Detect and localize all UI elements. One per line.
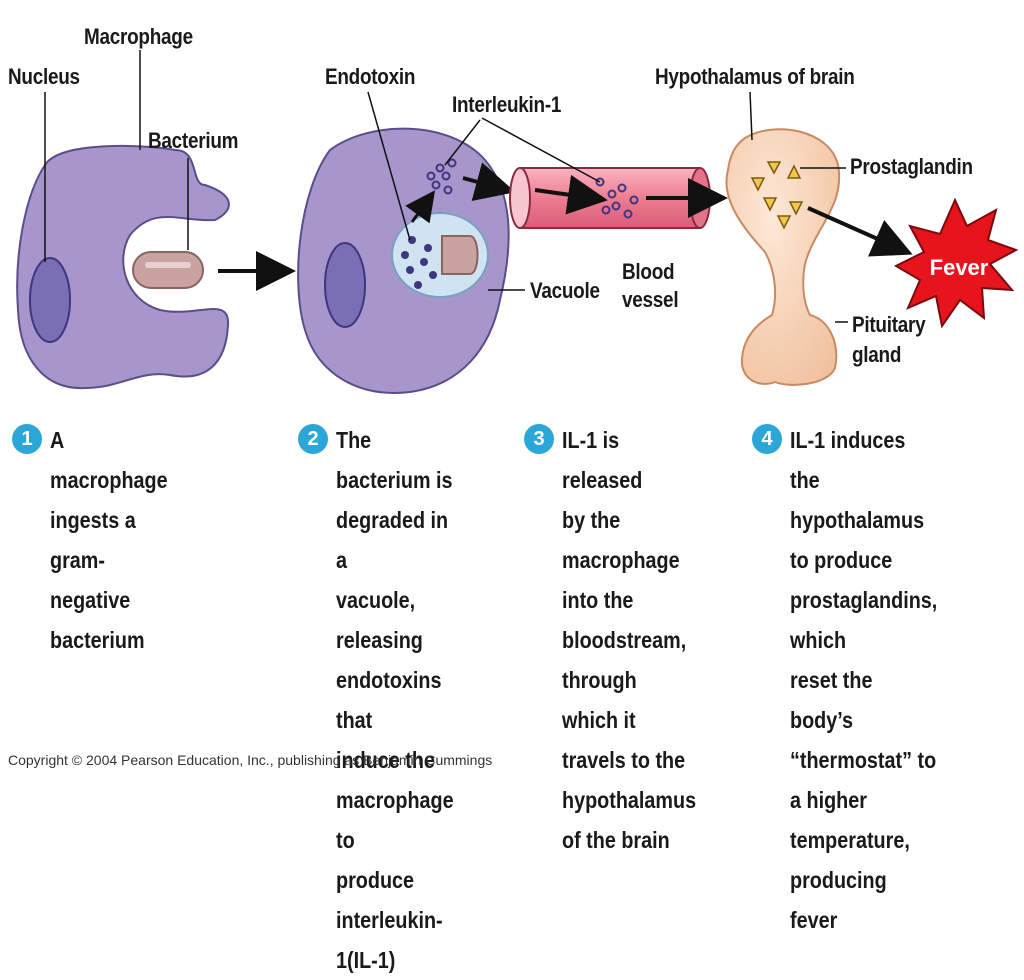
step-description: A macrophage ingests a gram-negative bac…: [50, 427, 168, 653]
step-description: IL-1 induces the hypothalamus to produce…: [790, 427, 938, 933]
prostaglandin-triangles: [750, 161, 804, 230]
step-number-badge: 4: [752, 424, 782, 454]
label-bacterium: Bacterium: [148, 128, 239, 153]
fever-burst: Fever: [893, 197, 1019, 329]
vacuole: [391, 212, 489, 298]
step-description: IL-1 is released by the macrophage into …: [562, 427, 697, 853]
blood-vessel: [509, 167, 728, 229]
label-vacuole: Vacuole: [530, 278, 600, 303]
step-description: The bacterium is degraded in a vacuole, …: [336, 427, 454, 973]
label-interleukin: Interleukin-1: [452, 92, 562, 117]
label-macrophage: Macrophage: [84, 24, 193, 49]
diagram-artwork: Fever: [16, 50, 1019, 394]
step-number-badge: 1: [12, 424, 42, 454]
label-blood-vessel: Blood vessel: [622, 259, 679, 312]
macrophage-cell: [16, 144, 230, 390]
fever-label: Fever: [930, 255, 989, 280]
nucleus-2: [324, 242, 366, 328]
copyright-notice: Copyright © 2004 Pearson Education, Inc.…: [8, 752, 493, 768]
label-nucleus: Nucleus: [8, 64, 80, 89]
label-pituitary: Pituitary gland: [852, 312, 926, 367]
label-hypothalamus: Hypothalamus of brain: [655, 64, 855, 89]
interleukin-dots: [426, 158, 457, 195]
hypothalamus: [725, 128, 913, 386]
label-endotoxin: Endotoxin: [325, 64, 416, 89]
bacterium: [132, 251, 204, 289]
diagram: Fever Macrophage Nucleus Bacterium Endot…: [8, 24, 1019, 973]
step-number-badge: 3: [524, 424, 554, 454]
step-number-badge: 2: [298, 424, 328, 454]
label-prostaglandin: Prostaglandin: [850, 154, 973, 179]
nucleus: [29, 257, 71, 343]
